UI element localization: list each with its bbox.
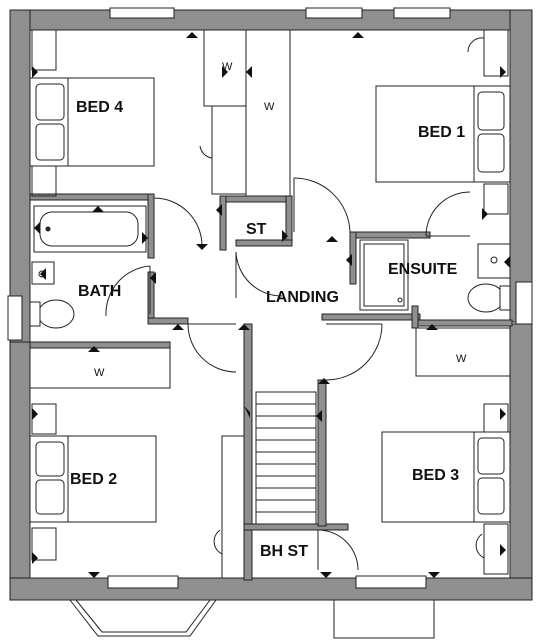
outer-wall-right-lower [509,323,533,601]
window-bed1 [393,7,451,19]
beds [29,77,511,523]
wardrobe-label-bath: W [94,367,105,379]
inner-walls [29,193,513,581]
bed-1 [375,85,511,183]
window-bath [7,295,23,341]
bath-fixtures [29,205,511,329]
wardrobe-label-bed3: W [456,353,467,365]
room-label-st: ST [246,221,267,238]
bed-3 [381,431,511,523]
fittings [29,29,511,579]
markers [32,32,510,578]
wardrobe-bath [29,347,171,389]
room-labels: BED 4 BED 1 ST ENSUITE BATH LANDING BED … [70,99,465,560]
wardrobe-label-landing: W [264,101,275,113]
window-ensuite [515,281,533,325]
window-bed3 [355,575,427,589]
room-label-landing: LANDING [266,289,339,306]
outer-walls [9,9,533,601]
bed-4 [29,77,155,167]
window-bed4 [109,7,175,19]
outer-wall-right [509,9,533,323]
room-label-bed1: BED 1 [418,124,465,141]
room-label-bhst: BH ST [260,543,308,560]
bay-windows [69,599,435,639]
outer-wall-left [9,9,31,343]
outer-wall-top [9,9,533,31]
wardrobe-label-bed4: W [222,61,233,73]
room-label-ensuite: ENSUITE [388,261,458,278]
room-label-bath: BATH [78,283,121,300]
bath-toilet [37,299,75,329]
wardrobe-labels: W W W W [94,61,467,379]
bed-2 [29,435,157,523]
room-label-bed2: BED 2 [70,471,117,488]
outer-wall-bottom [9,577,533,601]
stairs [255,391,317,525]
outer-wall-left-lower [9,341,31,601]
ensuite-toilet [467,283,505,313]
window-bed2 [107,575,179,589]
room-label-bed3: BED 3 [412,467,459,484]
room-label-bed4: BED 4 [76,99,123,116]
wardrobe-bed3 [415,327,511,377]
doors [105,37,485,571]
windows [7,7,533,589]
window-landing [305,7,363,19]
